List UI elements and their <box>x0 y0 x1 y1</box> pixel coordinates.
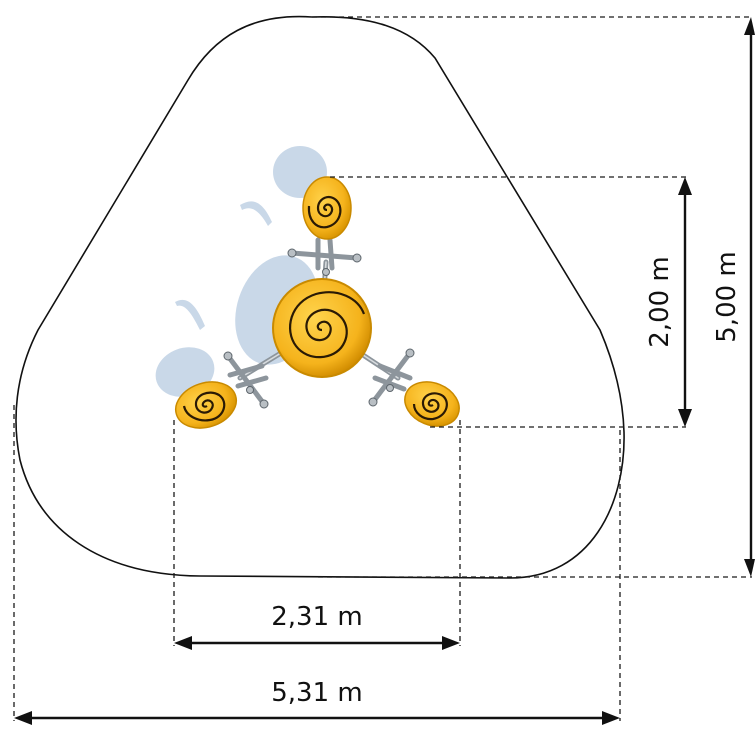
dimension-label-center-depth: 2,00 m <box>645 256 675 347</box>
dimension-label-overall-width: 5,31 m <box>271 678 362 708</box>
spiral-icon <box>288 291 366 359</box>
dimension-center-depth: 2,00 m <box>645 177 692 427</box>
dimension-overall-depth: 5,00 m <box>712 17 755 577</box>
dimension-label-center-width: 2,31 m <box>271 602 362 632</box>
safety-zone-outline <box>15 15 625 579</box>
seat-right <box>404 381 460 427</box>
spiral-icon <box>307 195 342 229</box>
spiral-icon <box>182 391 226 422</box>
central-hub-platform <box>272 278 372 378</box>
seat-top <box>302 176 352 240</box>
dimension-overall-width: 5,31 m <box>14 678 620 725</box>
extension-lines <box>13 16 752 721</box>
seat-left <box>174 381 238 429</box>
dimension-label-overall-depth: 5,00 m <box>712 251 742 342</box>
spiral-icon <box>412 392 448 421</box>
dimension-center-width: 2,31 m <box>174 602 460 650</box>
